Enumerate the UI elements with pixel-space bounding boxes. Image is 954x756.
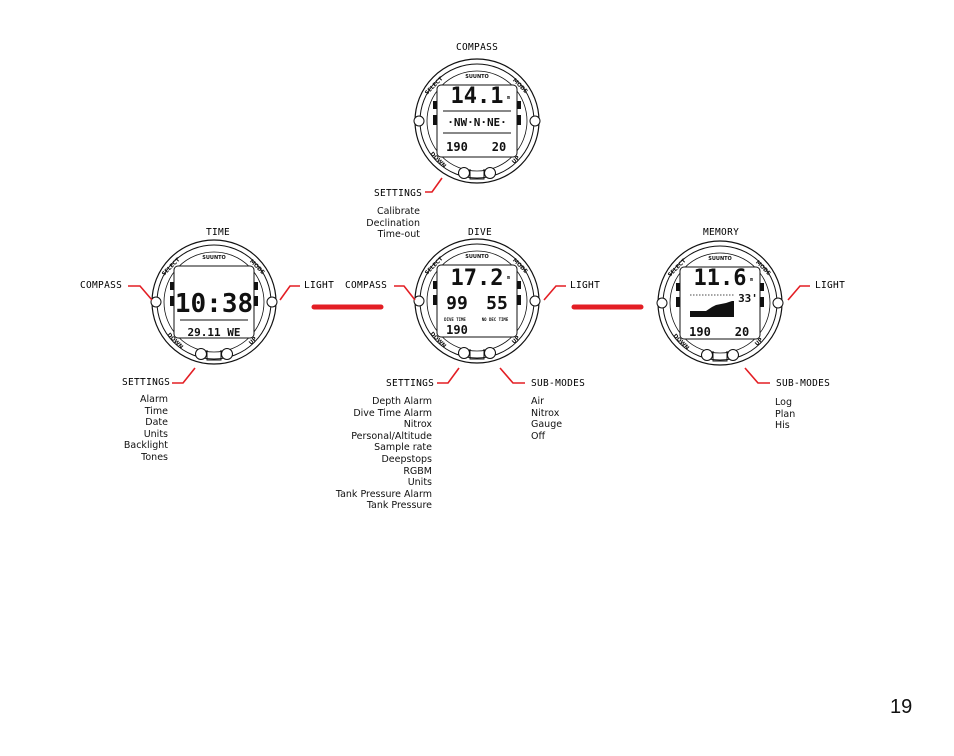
dive-time-label: DIVE TIME (444, 317, 466, 322)
dive-submodes-list: Air Nitrox Gauge Off (531, 396, 562, 442)
memory-light-label: LIGHT (815, 280, 846, 291)
memory-submodes-list: Log Plan His (775, 397, 795, 432)
time-clock-readout: 10:38 (175, 289, 253, 319)
page-number: 19 (890, 696, 913, 718)
dive-submodes-label: SUB-MODES (531, 378, 586, 389)
compass-watch: 14.1 m ·NW·N·NE· 190 20 (413, 58, 541, 184)
dive-settings-list: Depth Alarm Dive Time Alarm Nitrox Perso… (336, 396, 432, 512)
list-item: Deepstops (381, 453, 432, 465)
dive-depth-readout: 17.2 (451, 266, 504, 291)
memory-title: MEMORY (703, 227, 740, 238)
connector-lines (128, 177, 810, 384)
list-item: Depth Alarm (372, 396, 432, 407)
dive-right-readout: 55 (486, 293, 508, 314)
dive-compass-label: COMPASS (345, 280, 388, 291)
list-item: Log (775, 397, 792, 408)
list-item: Gauge (531, 419, 563, 431)
dive-pressure-readout: 190 (446, 323, 468, 337)
list-item: Date (145, 417, 168, 429)
time-title: TIME (206, 227, 231, 238)
dive-left-readout: 99 (446, 293, 468, 314)
compass-title: COMPASS (456, 42, 499, 53)
memory-temp-readout: 20 (735, 325, 749, 339)
dive-light-label: LIGHT (570, 280, 601, 291)
compass-temp-readout: 20 (492, 140, 506, 154)
memory-pressure-readout: 190 (689, 325, 711, 339)
memory-time-readout: 33' (738, 292, 758, 305)
list-item: Plan (775, 408, 796, 420)
svg-text:m: m (750, 277, 753, 283)
list-item: Tank Pressure Alarm (335, 488, 432, 500)
compass-settings-list: Calibrate Declination Time-out (366, 206, 420, 241)
svg-text:m: m (507, 275, 510, 281)
dive-nodec-label: NO DEC TIME (482, 317, 509, 322)
list-item: Nitrox (403, 419, 432, 431)
list-item: Personal/Altitude (351, 430, 432, 442)
dive-title: DIVE (468, 227, 493, 238)
list-item: Calibrate (376, 206, 420, 217)
compass-pressure-readout: 190 (446, 140, 468, 154)
list-item: Nitrox (531, 407, 560, 419)
list-item: Units (143, 428, 168, 440)
memory-depth-readout: 11.6 (694, 266, 747, 291)
list-item: Tank Pressure (366, 500, 432, 512)
svg-text:m: m (507, 95, 510, 101)
memory-watch: 11.6 m 33' 190 20 (656, 240, 784, 366)
dive-settings-label: SETTINGS (386, 378, 435, 389)
list-item: Tones (141, 451, 168, 463)
time-date-readout: 29.11 WE (188, 326, 241, 339)
list-item: Dive Time Alarm (353, 407, 432, 419)
list-item: RGBM (403, 465, 432, 477)
list-item: Time-out (377, 229, 420, 241)
list-item: Alarm (140, 394, 168, 405)
time-watch: 10:38 29.11 WE (150, 239, 278, 365)
list-item: Off (531, 430, 546, 442)
time-settings-label: SETTINGS (122, 377, 171, 388)
compass-settings-label: SETTINGS (374, 188, 423, 199)
list-item: Declination (366, 217, 420, 229)
list-item: Time (144, 405, 168, 417)
list-item: Sample rate (374, 442, 432, 454)
dive-watch: 17.2 m 99 55 DIVE TIME NO DEC TIME 190 (413, 238, 541, 364)
time-light-label: LIGHT (304, 280, 335, 291)
list-item: His (775, 420, 790, 432)
time-compass-label: COMPASS (80, 280, 123, 291)
list-item: Units (407, 477, 432, 489)
list-item: Backlight (123, 440, 168, 452)
list-item: Air (531, 396, 545, 407)
compass-depth-readout: 14.1 (451, 84, 504, 109)
memory-submodes-label: SUB-MODES (776, 378, 831, 389)
compass-heading-readout: ·NW·N·NE· (447, 116, 507, 129)
time-settings-list: Alarm Time Date Units Backlight Tones (124, 394, 168, 464)
